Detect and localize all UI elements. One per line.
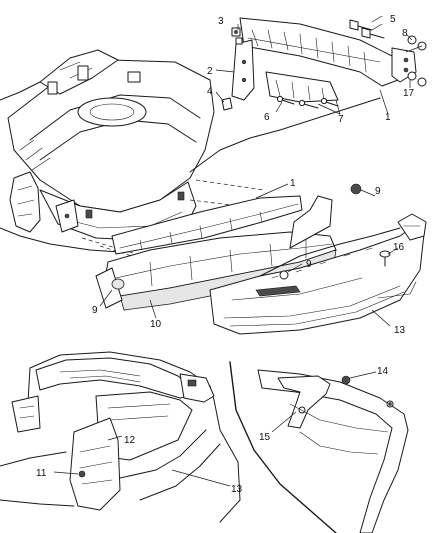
bumper-fascia-13 bbox=[209, 195, 427, 335]
inset-left bbox=[0, 351, 241, 523]
callout-4: 4 bbox=[207, 86, 213, 97]
callout-12: 12 bbox=[124, 435, 136, 446]
callout-8: 8 bbox=[402, 28, 408, 39]
callout-10: 10 bbox=[150, 319, 162, 330]
inset-right bbox=[229, 361, 409, 533]
callout-labels: 1 1 2 3 4 5 6 7 8 9 9 9 10 11 12 13 13 1… bbox=[36, 14, 415, 495]
callout-16: 16 bbox=[393, 242, 405, 253]
leader-lines bbox=[53, 15, 423, 487]
callout-14: 14 bbox=[377, 366, 389, 377]
callout-17: 17 bbox=[403, 88, 415, 99]
connector-line bbox=[279, 97, 381, 131]
reinforcement-detail bbox=[221, 17, 427, 111]
energy-absorber-10 bbox=[95, 231, 337, 311]
plug-9-left bbox=[111, 278, 125, 290]
callout-1-top: 1 bbox=[385, 112, 391, 123]
callout-1-mid: 1 bbox=[290, 178, 296, 189]
callout-7: 7 bbox=[338, 114, 344, 125]
callout-9-center: 9 bbox=[306, 259, 312, 270]
push-pin-16 bbox=[379, 250, 391, 267]
bumper-reinforcement-1 bbox=[111, 195, 303, 255]
callout-13-inset: 13 bbox=[231, 484, 243, 495]
callout-9-right: 9 bbox=[375, 186, 381, 197]
callout-11: 11 bbox=[36, 468, 47, 479]
plug-9-center bbox=[279, 270, 289, 280]
callout-15: 15 bbox=[259, 432, 271, 443]
callout-5: 5 bbox=[390, 14, 396, 25]
plug-9-right bbox=[350, 183, 362, 195]
callout-3: 3 bbox=[218, 16, 224, 27]
callout-6: 6 bbox=[264, 112, 270, 123]
bolts-3 bbox=[231, 27, 243, 45]
callout-13-main: 13 bbox=[394, 325, 406, 336]
callout-2: 2 bbox=[207, 66, 213, 77]
callout-9-left: 9 bbox=[92, 305, 98, 316]
bolts-5 bbox=[349, 19, 385, 39]
screws-6-7 bbox=[276, 95, 339, 109]
